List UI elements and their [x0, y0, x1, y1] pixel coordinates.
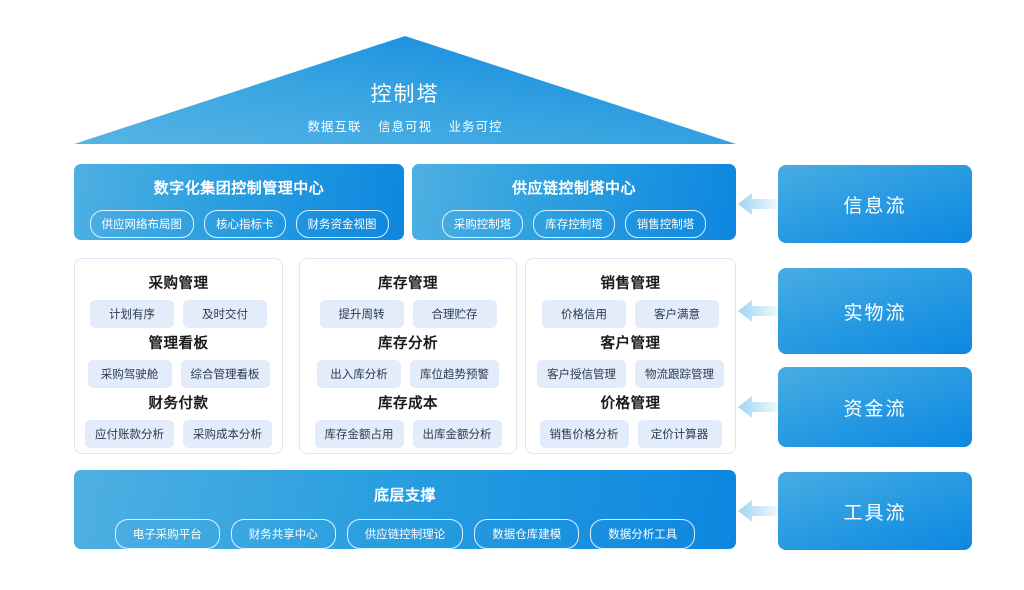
panel-tag[interactable]: 核心指标卡 [204, 210, 286, 238]
group-tag-list: 提升周转 合理贮存 [319, 300, 497, 328]
group-title: 库存成本 [378, 396, 438, 412]
card-sales-management: 销售管理 价格信用 客户满意 客户管理 客户授信管理 物流跟踪管理 价格管理 销… [525, 258, 736, 454]
group-tag-list: 采购驾驶舱 综合管理看板 [87, 360, 270, 388]
panel-tag[interactable]: 数据仓库建模 [474, 519, 580, 549]
flow-box-label: 实物流 [843, 302, 907, 324]
group-tag[interactable]: 库位趋势预警 [410, 360, 499, 388]
group-block: 价格管理 销售价格分析 定价计算器 [526, 388, 735, 448]
group-tag[interactable]: 价格信用 [542, 300, 626, 328]
panel-supply-chain-control-tower[interactable]: 供应链控制塔中心 采购控制塔 库存控制塔 销售控制塔 [412, 164, 736, 240]
group-title: 管理看板 [148, 336, 209, 352]
panel-title: 数字化集团控制管理中心 [153, 180, 325, 197]
panel-tag-list: 采购控制塔 库存控制塔 销售控制塔 [441, 210, 707, 238]
group-block: 采购管理 计划有序 及时交付 [75, 268, 282, 328]
panel-tag-list: 供应网络布局图 核心指标卡 财务资金视图 [89, 210, 389, 238]
group-title: 销售管理 [600, 276, 661, 292]
flow-box-label: 工具流 [843, 502, 907, 524]
group-tag[interactable]: 合理贮存 [412, 300, 497, 328]
group-title: 库存管理 [378, 276, 438, 292]
flow-box-tool[interactable]: 工具流 [778, 472, 972, 550]
flow-box-physical[interactable]: 实物流 [778, 268, 972, 354]
group-tag[interactable]: 物流跟踪管理 [635, 360, 724, 388]
group-tag[interactable]: 客户满意 [635, 300, 719, 328]
group-tag[interactable]: 客户授信管理 [537, 360, 626, 388]
group-tag[interactable]: 计划有序 [90, 300, 174, 328]
flow-box-label: 资金流 [843, 398, 907, 420]
arrow-left-physical-flow-icon [738, 296, 778, 326]
group-tag[interactable]: 定价计算器 [637, 420, 722, 448]
group-tag[interactable]: 销售价格分析 [539, 420, 629, 448]
group-title: 财务付款 [148, 396, 209, 412]
panel-tag[interactable]: 数据分析工具 [590, 519, 696, 549]
group-tag-list: 价格信用 客户满意 [542, 300, 719, 328]
group-title: 采购管理 [148, 276, 209, 292]
flow-box-capital[interactable]: 资金流 [778, 367, 972, 447]
group-tag[interactable]: 应付账款分析 [85, 420, 174, 448]
panel-tag[interactable]: 供应网络布局图 [89, 210, 194, 238]
panel-group-control-center[interactable]: 数字化集团控制管理中心 供应网络布局图 核心指标卡 财务资金视图 [74, 164, 404, 240]
group-tag[interactable]: 综合管理看板 [180, 360, 270, 388]
group-tag[interactable]: 出库金额分析 [412, 420, 502, 448]
panel-tag[interactable]: 财务共享中心 [230, 519, 336, 549]
group-tag-list: 应付账款分析 采购成本分析 [85, 420, 272, 448]
group-tag-list: 客户授信管理 物流跟踪管理 [537, 360, 724, 388]
roof-triangle: 控制塔 数据互联 信息可视 业务可控 [74, 36, 736, 145]
card-purchase-management: 采购管理 计划有序 及时交付 管理看板 采购驾驶舱 综合管理看板 财务付款 应付… [74, 258, 283, 454]
group-tag[interactable]: 出入库分析 [317, 360, 401, 388]
group-title: 价格管理 [600, 396, 661, 412]
arrow-left-information-flow-icon [738, 189, 778, 219]
group-block: 销售管理 价格信用 客户满意 [526, 268, 735, 328]
panel-title: 供应链控制塔中心 [511, 180, 636, 197]
arrow-left-tool-flow-icon [738, 496, 778, 526]
group-tag[interactable]: 及时交付 [183, 300, 267, 328]
group-tag[interactable]: 采购成本分析 [183, 420, 272, 448]
group-title: 库存分析 [378, 336, 438, 352]
panel-title: 底层支撑 [373, 487, 436, 504]
group-block: 财务付款 应付账款分析 采购成本分析 [75, 388, 282, 448]
group-block: 库存成本 库存金额占用 出库金额分析 [300, 388, 516, 448]
group-tag[interactable]: 采购驾驶舱 [87, 360, 172, 388]
panel-tag[interactable]: 库存控制塔 [533, 210, 615, 238]
group-tag-list: 销售价格分析 定价计算器 [539, 420, 722, 448]
group-tag[interactable]: 提升周转 [319, 300, 404, 328]
panel-tag[interactable]: 供应链控制理论 [346, 519, 464, 549]
group-block: 库存管理 提升周转 合理贮存 [300, 268, 516, 328]
panel-base-support[interactable]: 底层支撑 电子采购平台 财务共享中心 供应链控制理论 数据仓库建模 数据分析工具 [74, 470, 736, 549]
panel-tag[interactable]: 电子采购平台 [114, 519, 220, 549]
group-tag-list: 出入库分析 库位趋势预警 [317, 360, 499, 388]
group-tag[interactable]: 库存金额占用 [314, 420, 404, 448]
group-block: 客户管理 客户授信管理 物流跟踪管理 [526, 328, 735, 388]
panel-tag-list: 电子采购平台 财务共享中心 供应链控制理论 数据仓库建模 数据分析工具 [114, 519, 696, 549]
group-block: 库存分析 出入库分析 库位趋势预警 [300, 328, 516, 388]
group-title: 客户管理 [600, 336, 661, 352]
flow-box-information[interactable]: 信息流 [778, 165, 972, 243]
flow-box-label: 信息流 [843, 195, 907, 217]
group-block: 管理看板 采购驾驶舱 综合管理看板 [75, 328, 282, 388]
panel-tag[interactable]: 销售控制塔 [624, 210, 707, 238]
panel-tag[interactable]: 财务资金视图 [295, 210, 389, 238]
panel-tag[interactable]: 采购控制塔 [441, 210, 524, 238]
group-tag-list: 计划有序 及时交付 [90, 300, 267, 328]
group-tag-list: 库存金额占用 出库金额分析 [314, 420, 502, 448]
card-inventory-management: 库存管理 提升周转 合理贮存 库存分析 出入库分析 库位趋势预警 库存成本 库存… [299, 258, 517, 454]
arrow-left-capital-flow-icon [738, 392, 778, 422]
